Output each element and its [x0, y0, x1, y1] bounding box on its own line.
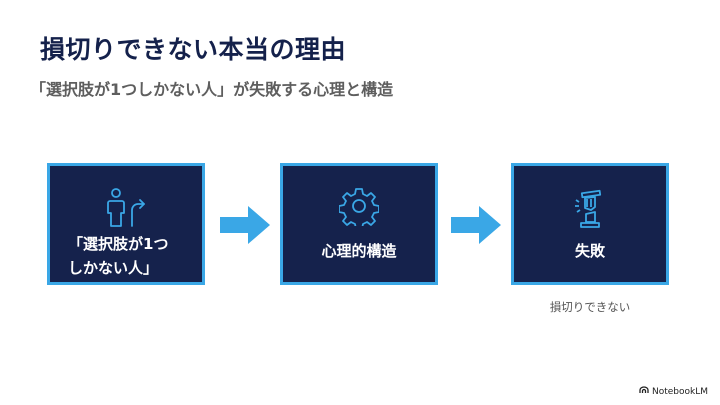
person-with-turn-arrow-icon: [50, 186, 202, 230]
slide-subtitle: 「選択肢が1つしかない人」が失敗する心理と構造: [30, 80, 394, 99]
failure-caption: 損切りできない: [549, 300, 631, 314]
step-label: 「選択肢が1つ しかない人」: [68, 235, 169, 277]
step-box-psychological-structure: 心理的構造: [280, 163, 438, 285]
step-label: 心理的構造: [321, 242, 397, 260]
notebooklm-branding: NotebookLM: [639, 386, 708, 397]
broken-pillar-icon: [514, 186, 666, 230]
right-arrow-icon: [451, 206, 501, 248]
brand-name: NotebookLM: [651, 386, 708, 397]
step-box-failure: 失敗: [511, 163, 669, 285]
right-arrow-icon: [220, 206, 270, 248]
step-box-single-option-person: 「選択肢が1つ しかない人」: [47, 163, 205, 285]
slide-title: 損切りできない本当の理由: [40, 35, 347, 64]
step-label: 失敗: [574, 242, 605, 260]
gear-icon: [283, 186, 435, 226]
notebooklm-logo-icon: [639, 386, 649, 397]
